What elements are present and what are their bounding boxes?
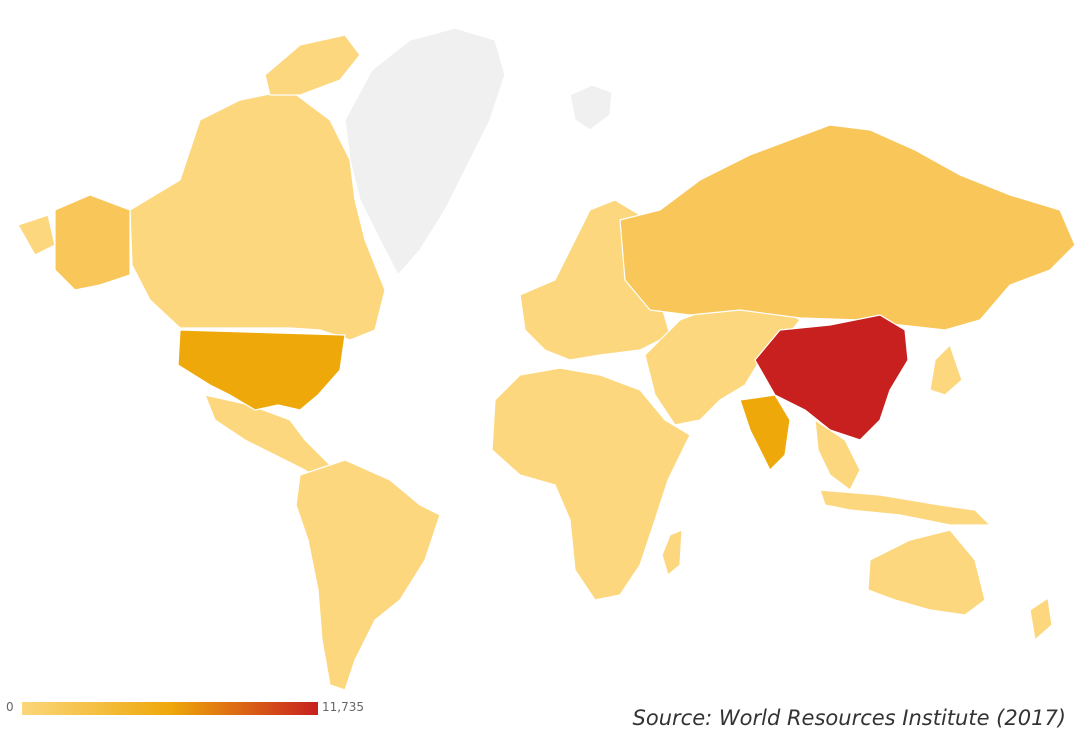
indonesia[interactable] (819, 489, 991, 526)
madagascar[interactable] (661, 529, 683, 576)
new-zealand[interactable] (1029, 597, 1053, 641)
australia[interactable] (867, 529, 986, 616)
japan[interactable] (929, 344, 963, 396)
united-states[interactable] (177, 329, 346, 411)
russia[interactable] (619, 124, 1076, 331)
alaska-islands[interactable] (17, 214, 56, 256)
canada-arctic-islands[interactable] (264, 34, 361, 96)
color-legend: 0 11,735 (6, 700, 386, 718)
greenland[interactable] (344, 27, 506, 276)
africa[interactable] (491, 367, 691, 601)
south-america[interactable] (295, 459, 441, 691)
southeast-asia[interactable] (814, 419, 861, 491)
canada[interactable] (129, 89, 386, 341)
china[interactable] (754, 314, 909, 441)
legend-max-label: 11,735 (322, 700, 364, 714)
legend-gradient-bar (22, 702, 318, 715)
legend-min-label: 0 (6, 700, 14, 714)
alaska[interactable] (54, 194, 131, 291)
svalbard[interactable] (569, 84, 613, 131)
source-caption: Source: World Resources Institute (2017) (632, 706, 1066, 730)
india[interactable] (739, 394, 791, 471)
